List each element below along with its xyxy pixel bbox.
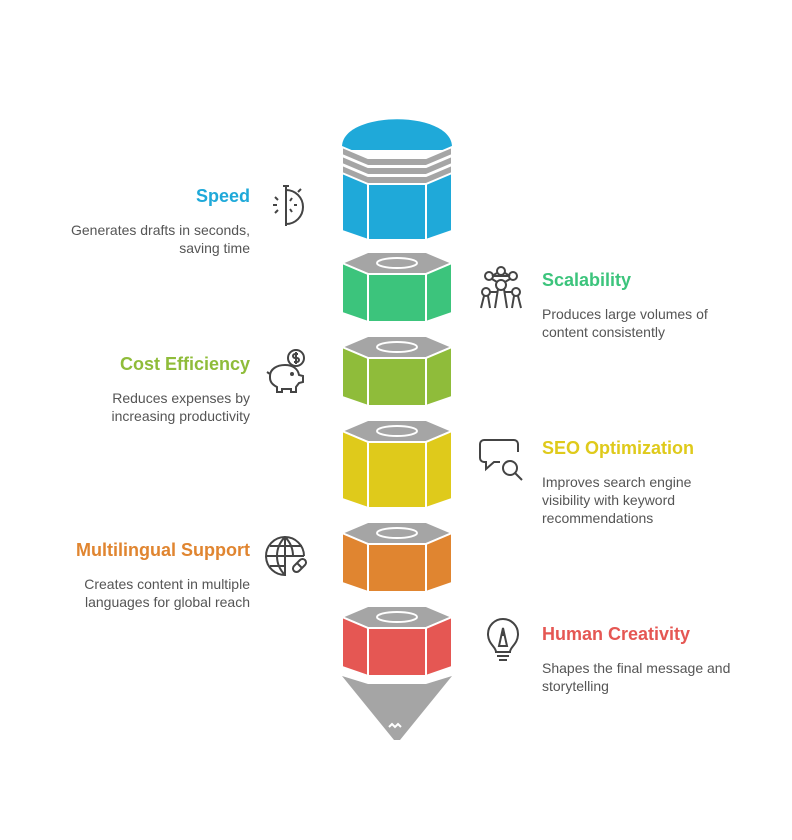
segment-cost-efficiency-right-face [425,345,453,408]
pencil-tip [342,676,452,740]
segment-creativity-right-face [425,615,453,678]
item-desc: Produces large volumes of [542,306,708,322]
item-desc: Shapes the final message and [542,660,731,676]
piggy-bank-icon [266,349,305,393]
segment-speed-front-face [367,181,427,241]
item-desc: recommendations [542,510,654,526]
segment-scalability-front-face [367,273,427,323]
item-speed: Speed Generates drafts in seconds, saving… [50,186,250,257]
pencil-tip-mark [388,722,402,729]
segment-multilingual-left-face [341,531,369,594]
item-desc: Improves search engine [542,474,692,490]
globe-icon [265,536,308,577]
item-seo-optimization: SEO Optimization Improves search engine v… [542,438,742,527]
item-title: SEO Optimization [542,438,695,458]
item-desc: visibility with keyword [542,492,676,508]
item-multilingual-support: Multilingual Support Creates content in … [40,540,250,611]
item-cost-efficiency: Cost Efficiency Reduces expenses by incre… [50,354,250,425]
segment-scalability-right-face [425,261,453,324]
eraser-dome [342,119,452,150]
item-desc: languages for global reach [84,594,250,610]
segment-multilingual-front-face [367,543,427,593]
segment-seo-ring [376,425,418,437]
item-desc: increasing productivity [111,408,250,424]
segment-seo-front-face [367,441,427,509]
item-desc: storytelling [542,678,609,694]
ferrule-band [341,163,453,185]
item-title: Scalability [542,270,632,290]
item-human-creativity: Human Creativity Shapes the final messag… [542,624,762,695]
segment-creativity-ring [376,611,418,623]
pen-bulb-icon [486,618,520,661]
segment-cost-efficiency-front-face [367,357,427,407]
item-desc: Generates drafts in seconds, [71,222,250,238]
segment-seo-left-face [341,429,369,510]
item-title: Multilingual Support [76,540,250,560]
segment-cost-efficiency-left-face [341,345,369,408]
segment-cost-efficiency-ring [376,341,418,353]
segment-creativity-front-face [367,627,427,677]
item-scalability: Scalability Produces large volumes of con… [542,270,742,341]
item-desc: Reduces expenses by [112,390,250,406]
segment-scalability-left-face [341,261,369,324]
stopwatch-icon [273,185,304,226]
segment-scalability-ring [376,257,418,269]
segment-multilingual-ring [376,527,418,539]
network-icon [480,266,522,309]
segment-creativity-left-face [341,615,369,678]
item-desc: saving time [179,240,250,256]
item-desc: content consistently [542,324,665,340]
search-chat-icon [479,439,523,481]
segment-seo-right-face [425,429,453,510]
segment-multilingual-right-face [425,531,453,594]
item-title: Human Creativity [542,624,691,644]
item-title: Speed [195,186,250,206]
item-title: Cost Efficiency [119,354,250,374]
item-desc: Creates content in multiple [84,576,250,592]
